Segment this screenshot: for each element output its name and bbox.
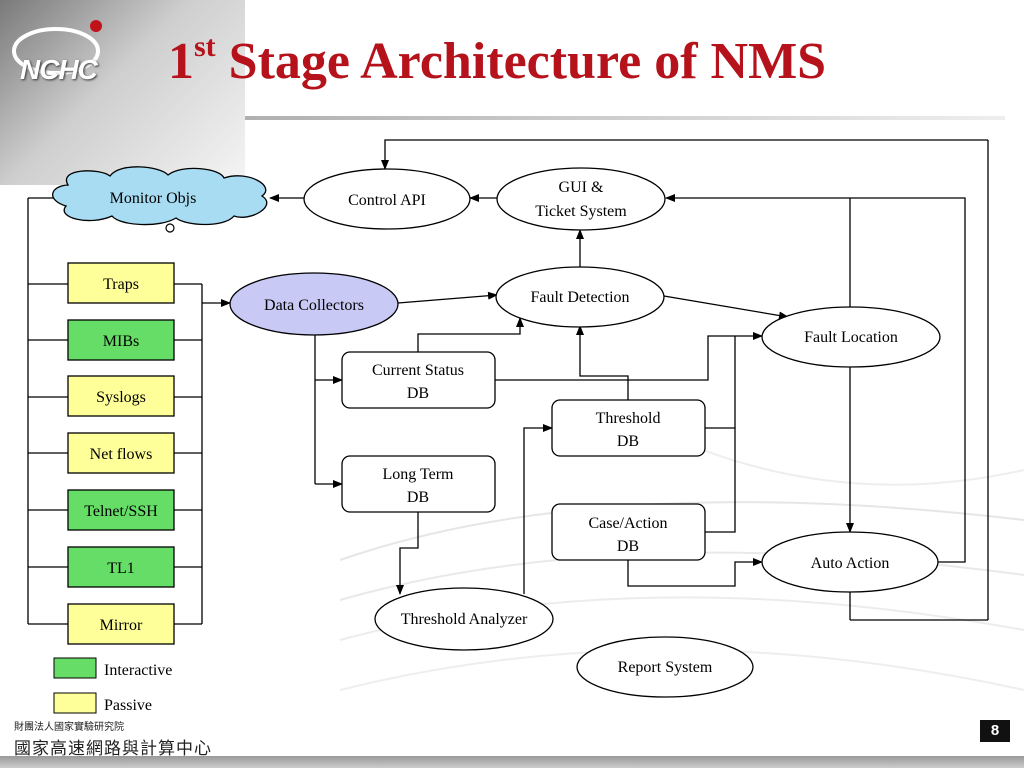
logo-swoosh-icon <box>12 20 102 75</box>
threshold-analyzer-label: Threshold Analyzer <box>401 611 528 628</box>
legend: Interactive Passive <box>53 657 172 714</box>
monitor-objs-label: Monitor Objs <box>110 190 197 207</box>
monitor-objs-cloud: Monitor Objs <box>52 166 268 233</box>
org-name-large: 國家高速網路與計算中心 <box>14 739 212 759</box>
source-syslogs: Syslogs <box>67 375 175 417</box>
source-telnet-ssh: Telnet/SSH <box>67 489 175 531</box>
tl1-label: TL1 <box>107 560 135 577</box>
threshold-db-node: Threshold DB <box>551 399 706 457</box>
org-name-small: 財團法人國家實驗研究院 <box>14 722 124 733</box>
source-net-flows: Net flows <box>67 432 175 474</box>
nchc-logo: NCHC <box>8 18 104 85</box>
report-system-label: Report System <box>618 659 713 676</box>
title-number: 1 <box>168 33 194 90</box>
long-term-line2: DB <box>407 489 429 506</box>
gui-ticket-system-node: GUI & Ticket System <box>496 167 666 231</box>
source-mibs: MIBs <box>67 319 175 361</box>
net-flows-label: Net flows <box>90 446 153 463</box>
title-superscript: st <box>194 30 216 63</box>
legend-interactive-label: Interactive <box>104 662 172 679</box>
gui-label-line1: GUI & <box>559 179 604 196</box>
case-action-line1: Case/Action <box>588 515 667 532</box>
gui-label-line2: Ticket System <box>535 203 627 220</box>
syslogs-label: Syslogs <box>96 389 146 406</box>
title-text: Stage Architecture of NMS <box>215 33 827 90</box>
legend-passive-swatch <box>53 692 97 714</box>
mirror-label: Mirror <box>100 617 143 634</box>
threshold-analyzer-node: Threshold Analyzer <box>374 587 554 651</box>
current-status-line1: Current Status <box>372 362 464 379</box>
title-underline <box>245 116 1005 120</box>
current-status-line2: DB <box>407 385 429 402</box>
mibs-label: MIBs <box>103 333 139 350</box>
cloud-bubble-icon <box>165 223 175 233</box>
telnet-ssh-label: Telnet/SSH <box>84 503 158 520</box>
source-tl1: TL1 <box>67 546 175 588</box>
control-api-label: Control API <box>348 192 426 209</box>
fault-location-node: Fault Location <box>761 306 941 368</box>
bottom-bar <box>0 756 1024 768</box>
case-action-line2: DB <box>617 538 639 555</box>
long-term-db-node: Long Term DB <box>341 455 496 513</box>
fault-location-label: Fault Location <box>804 329 898 346</box>
threshold-db-line2: DB <box>617 433 639 450</box>
case-action-db-node: Case/Action DB <box>551 503 706 561</box>
threshold-db-line1: Threshold <box>596 410 661 427</box>
traps-label: Traps <box>103 276 139 293</box>
fault-detection-label: Fault Detection <box>530 289 629 306</box>
organization-footer: 財團法人國家實驗研究院 國家高速網路與計算中心 <box>14 718 212 759</box>
connectors <box>27 139 989 625</box>
slide-title: 1st Stage Architecture of NMS <box>168 30 826 91</box>
auto-action-node: Auto Action <box>761 531 939 593</box>
legend-interactive-swatch <box>53 657 97 679</box>
legend-passive-label: Passive <box>104 697 152 714</box>
data-collectors-label: Data Collectors <box>264 297 364 314</box>
source-mirror: Mirror <box>67 603 175 645</box>
current-status-db-node: Current Status DB <box>341 351 496 409</box>
fault-detection-node: Fault Detection <box>495 266 665 328</box>
source-traps: Traps <box>67 262 175 304</box>
logo-text: NCHC <box>20 54 98 85</box>
control-api-node: Control API <box>303 168 471 230</box>
data-collectors-node: Data Collectors <box>229 272 399 336</box>
page-number: 8 <box>980 720 1010 742</box>
long-term-line1: Long Term <box>382 466 454 483</box>
report-system-node: Report System <box>576 636 754 698</box>
auto-action-label: Auto Action <box>811 555 890 572</box>
